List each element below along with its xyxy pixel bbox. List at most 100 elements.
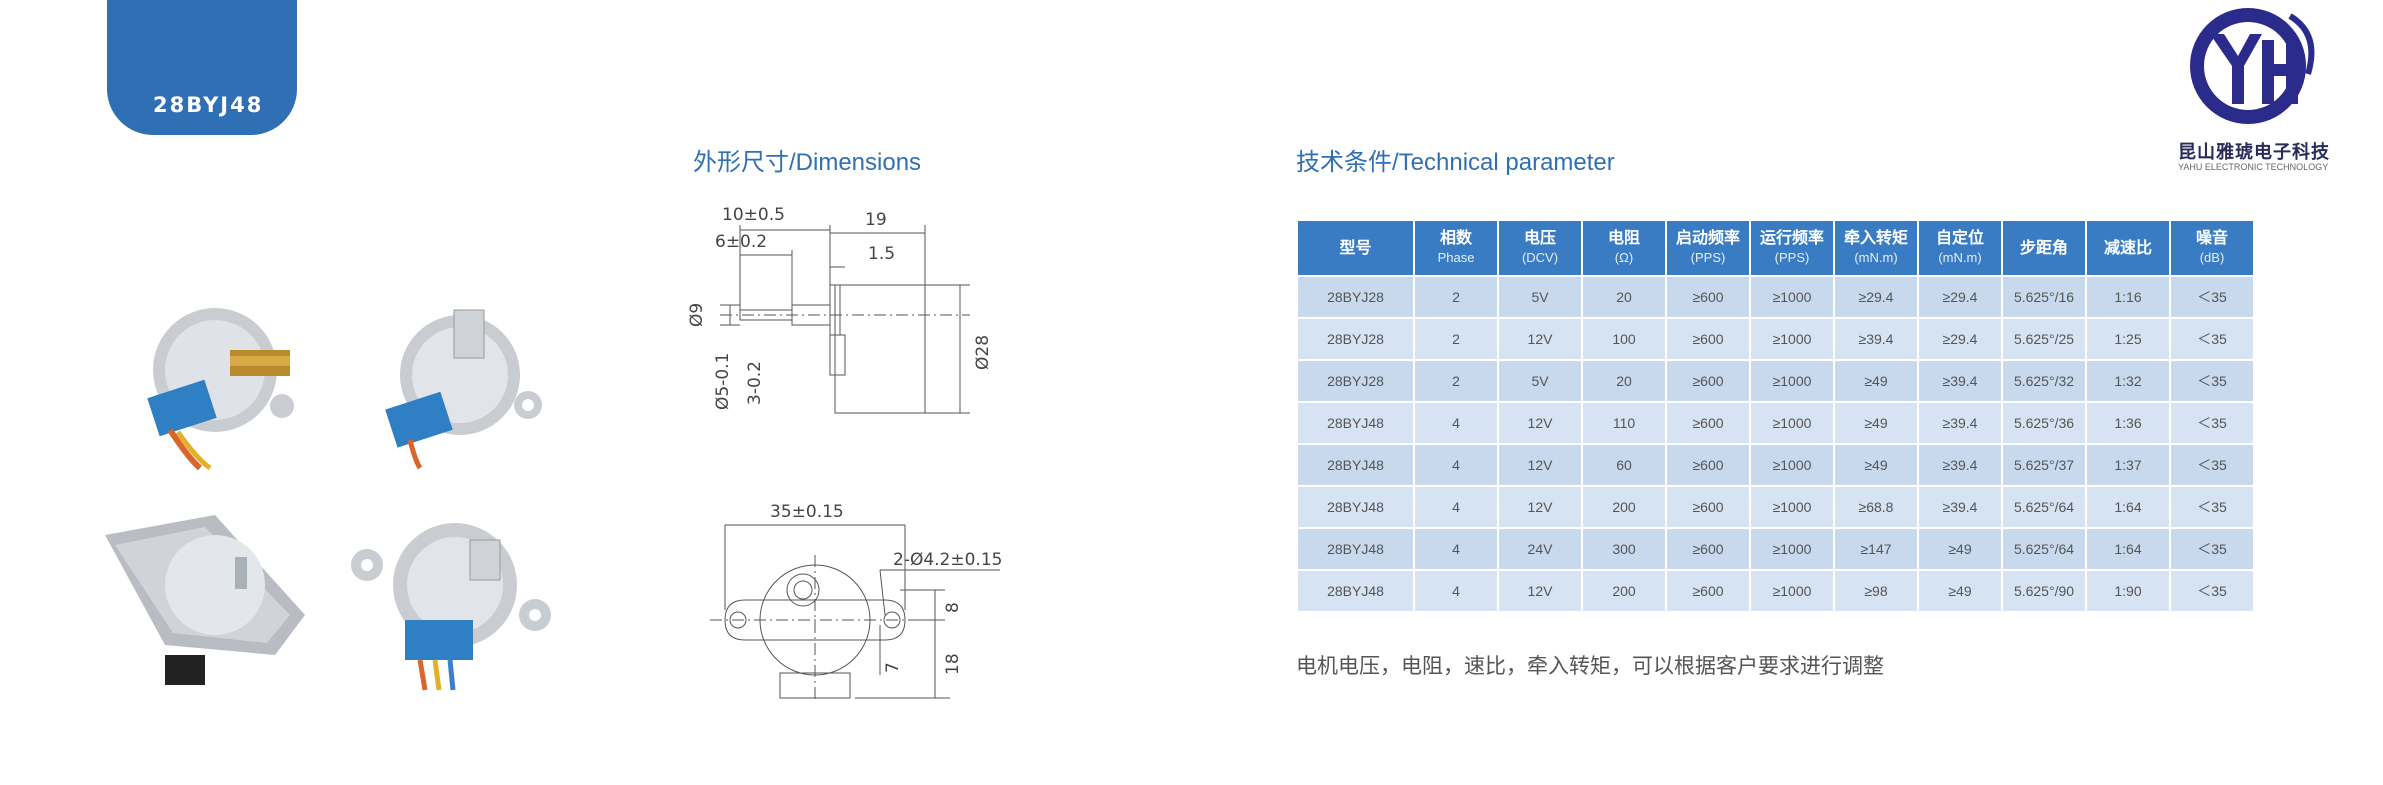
spec-note: 电机电压，电阻，速比，牵入转矩，可以根据客户要求进行调整 <box>1296 654 1884 678</box>
col-ratio: 减速比 <box>2085 219 2171 277</box>
table-cell: ＜35 <box>2169 317 2255 361</box>
dim-label-18: 18 <box>943 653 963 675</box>
table-cell: ≥29.4 <box>1917 275 2003 319</box>
dim-label-d9: Ø9 <box>687 303 707 327</box>
table-cell: ≥600 <box>1665 569 1751 613</box>
table-cell: 28BYJ48 <box>1296 485 1415 529</box>
table-cell: 1:64 <box>2085 527 2171 571</box>
table-cell: ≥600 <box>1665 359 1751 403</box>
motor-photo-4 <box>351 523 551 691</box>
table-cell: 12V <box>1497 485 1583 529</box>
table-cell: 1:36 <box>2085 401 2171 445</box>
table-cell: ≥1000 <box>1749 443 1835 487</box>
table-cell: 5.625°/90 <box>2001 569 2087 613</box>
logo-name-cn: 昆山雅琥电子科技 <box>2178 142 2330 163</box>
table-cell: ≥29.4 <box>1833 275 1919 319</box>
logo-name-en: YAHU ELECTRONIC TECHNOLOGY <box>2178 162 2329 172</box>
dim-label-6: 6±0.2 <box>715 232 767 252</box>
table-cell: 60 <box>1581 443 1667 487</box>
table-cell: ≥39.4 <box>1833 317 1919 361</box>
table-cell: 5.625°/16 <box>2001 275 2087 319</box>
table-cell: ≥1000 <box>1749 527 1835 571</box>
table-cell: ≥49 <box>1917 527 2003 571</box>
table-cell: ≥68.8 <box>1833 485 1919 529</box>
table-cell: ≥1000 <box>1749 569 1835 613</box>
dim-label-7: 7 <box>883 662 903 673</box>
table-cell: 28BYJ28 <box>1296 359 1415 403</box>
table-cell: ≥147 <box>1833 527 1919 571</box>
table-cell: 200 <box>1581 485 1667 529</box>
table-cell: 28BYJ48 <box>1296 527 1415 571</box>
table-cell: ＜35 <box>2169 569 2255 613</box>
table-cell: ＜35 <box>2169 275 2255 319</box>
table-cell: 28BYJ48 <box>1296 569 1415 613</box>
table-cell: ≥600 <box>1665 485 1751 529</box>
table-cell: ≥1000 <box>1749 275 1835 319</box>
table-cell: 5.625°/64 <box>2001 485 2087 529</box>
company-logo <box>2190 8 2315 124</box>
table-cell: ＜35 <box>2169 485 2255 529</box>
dim-label-holes: 2-Ø4.2±0.15 <box>893 550 1002 570</box>
table-cell: 12V <box>1497 569 1583 613</box>
motor-photo-3 <box>105 515 305 685</box>
table-cell: ≥49 <box>1833 401 1919 445</box>
table-cell: 2 <box>1413 317 1499 361</box>
front-view-drawing: 35±0.15 2-Ø4.2±0.15 8 18 7 <box>710 502 1002 700</box>
table-cell: 5V <box>1497 275 1583 319</box>
table-cell: 200 <box>1581 569 1667 613</box>
table-cell: 4 <box>1413 569 1499 613</box>
table-cell: 28BYJ28 <box>1296 275 1415 319</box>
table-cell: ≥98 <box>1833 569 1919 613</box>
table-cell: ＜35 <box>2169 527 2255 571</box>
table-cell: ≥39.4 <box>1917 359 2003 403</box>
table-cell: 5.625°/36 <box>2001 401 2087 445</box>
model-tab: 28BYJ48 <box>107 0 297 135</box>
table-cell: ≥49 <box>1833 443 1919 487</box>
col-model: 型号 <box>1296 219 1415 277</box>
technical-title: 技术条件/Technical parameter <box>1296 149 1615 176</box>
dim-label-d28: Ø28 <box>973 335 993 370</box>
table-cell: ≥1000 <box>1749 485 1835 529</box>
table-cell: ≥49 <box>1833 359 1919 403</box>
table-cell: 20 <box>1581 275 1667 319</box>
table-cell: 110 <box>1581 401 1667 445</box>
side-view-drawing: 10±0.5 6±0.2 19 1.5 Ø9 Ø28 Ø5-0.1 3-0.2 <box>687 205 993 414</box>
table-cell: 5.625°/32 <box>2001 359 2087 403</box>
motor-photo-2 <box>385 309 542 470</box>
dim-label-10: 10±0.5 <box>722 205 785 225</box>
table-cell: 20 <box>1581 359 1667 403</box>
motor-photo-1 <box>147 308 294 470</box>
table-cell: ＜35 <box>2169 401 2255 445</box>
table-cell: ≥29.4 <box>1917 317 2003 361</box>
dim-label-35: 35±0.15 <box>770 502 844 522</box>
table-cell: ≥39.4 <box>1917 401 2003 445</box>
table-cell: 12V <box>1497 443 1583 487</box>
table-cell: 2 <box>1413 359 1499 403</box>
table-cell: ≥600 <box>1665 317 1751 361</box>
table-cell: 1:16 <box>2085 275 2171 319</box>
col-resistance: 电阻(Ω) <box>1581 219 1667 277</box>
table-cell: 2 <box>1413 275 1499 319</box>
table-cell: ≥600 <box>1665 527 1751 571</box>
table-cell: 100 <box>1581 317 1667 361</box>
table-cell: ≥600 <box>1665 443 1751 487</box>
table-cell: ≥1000 <box>1749 359 1835 403</box>
model-tab-label: 28BYJ48 <box>153 93 264 117</box>
table-cell: 1:32 <box>2085 359 2171 403</box>
table-cell: 5.625°/64 <box>2001 527 2087 571</box>
table-cell: ＜35 <box>2169 359 2255 403</box>
dim-label-d5: Ø5-0.1 <box>713 353 733 410</box>
col-start-freq: 启动频率(PPS) <box>1665 219 1751 277</box>
table-cell: 5.625°/25 <box>2001 317 2087 361</box>
table-cell: 4 <box>1413 527 1499 571</box>
col-detent-torque: 自定位(mN.m) <box>1917 219 2003 277</box>
dimensions-title: 外形尺寸/Dimensions <box>693 149 922 176</box>
